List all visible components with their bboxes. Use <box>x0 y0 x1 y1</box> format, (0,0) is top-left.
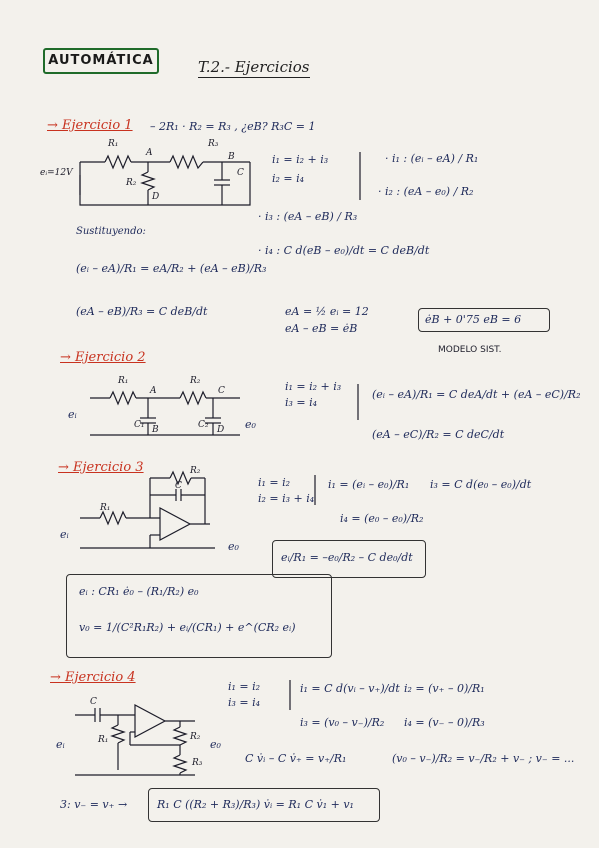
ex1-subst-label: Sustituyendo: <box>76 226 146 237</box>
ex1-node-b: B <box>228 152 235 162</box>
ex1-node-d: D <box>152 192 160 202</box>
ex1-eq-a: (eᵢ – eA)/R₁ = eA/R₂ + (eA – eB)/R₃ <box>76 262 267 275</box>
ex2-eq-b: (eA – eC)/R₂ = C deC/dt <box>372 428 505 441</box>
ex1-cap-label: C <box>237 168 244 178</box>
ex2-r1-label: R₁ <box>118 376 129 386</box>
ex1-source-label: eᵢ=12V <box>40 168 73 178</box>
ex1-cond-b: eA – eB = ėB <box>285 322 358 335</box>
ex1-i2: · i₂ : (eA – e₀) / R₂ <box>378 185 474 198</box>
ex4-r3-label: R₃ <box>192 758 203 768</box>
ex3-i1: i₁ = (eᵢ – e₀)/R₁ <box>328 478 410 491</box>
ex3-currents-2: i₂ = i₃ + i₄ <box>258 492 315 505</box>
ex4-eo-label: e₀ <box>210 738 221 751</box>
ex1-eq-b: (eA – eB)/R₃ = C deB/dt <box>76 305 208 318</box>
ex4-ei-label: eᵢ <box>56 738 65 751</box>
ex2-r2-label: R₂ <box>190 376 201 386</box>
ex4-i2: i₂ = (v₊ – 0)/R₁ <box>404 682 485 695</box>
ex3-solution-box: eᵢ : CR₁ ė₀ – (R₁/R₂) e₀ v₀ = 1/(C²R₁R₂)… <box>66 574 332 658</box>
ex2-node-b: B <box>152 425 159 435</box>
ex2-ei-label: eᵢ <box>68 408 77 421</box>
ex4-final-prefix: 3: v₋ = v₊ → <box>60 798 128 811</box>
ex4-currents-1: i₁ = i₂ <box>228 680 261 693</box>
ex2-currents-1: i₁ = i₂ + i₃ <box>285 380 342 393</box>
ex1-i1: · i₁ : (eᵢ – eA) / R₁ <box>385 152 479 165</box>
ex4-eq-b: (v₀ – v₋)/R₂ = v₋/R₂ + v₋ ; v₋ = ... <box>392 752 575 765</box>
ex2-node-c: C <box>218 386 225 396</box>
ex1-model-label: MODELO SIST. <box>438 345 502 355</box>
ex1-i3: · i₃ : (eA – eB) / R₃ <box>258 210 358 223</box>
ex1-cond-a: eA = ½ eᵢ = 12 <box>285 305 369 318</box>
ex1-result-box: ėB + 0'75 eB = 6 <box>418 308 550 332</box>
ex4-i1: i₁ = C d(vᵢ – v₊)/dt <box>300 682 400 695</box>
ex4-r2-label: R₂ <box>190 732 201 742</box>
ex3-i4: i₄ = (e₀ – e₀)/R₂ <box>340 512 424 525</box>
ex4-i3: i₃ = (v₀ – v₋)/R₂ <box>300 716 385 729</box>
ex2-eq-a: (eᵢ – eA)/R₁ = C deA/dt + (eA – eC)/R₂ <box>372 388 581 401</box>
ex4-title: → Ejercicio 4 <box>50 670 136 685</box>
ex3-title: → Ejercicio 3 <box>58 460 144 475</box>
ex1-circuit <box>79 154 251 206</box>
ex1-currents-2: i₂ = i₄ <box>272 172 305 185</box>
ex3-circuit <box>80 470 215 549</box>
ex2-node-d: D <box>217 425 225 435</box>
ex1-result: ėB + 0'75 eB = 6 <box>425 313 522 326</box>
ex3-r2-label: R₂ <box>190 466 201 476</box>
ex4-c-label: C <box>90 697 97 707</box>
ex3-i3: i₃ = C d(e₀ – e₀)/dt <box>430 478 532 491</box>
ex2-circuit <box>90 390 240 436</box>
ex2-eo-label: e₀ <box>245 418 256 431</box>
ex3-c-label: C <box>175 481 182 491</box>
ex4-r1-label: R₁ <box>98 735 109 745</box>
ex4-i4: i₄ = (v₋ – 0)/R₃ <box>404 716 485 729</box>
ex2-c1-label: C₁ <box>134 420 145 430</box>
ex3-eq: eᵢ/R₁ = –e₀/R₂ – C de₀/dt <box>281 551 413 564</box>
ex1-r3-label: R₃ <box>208 139 219 149</box>
ex3-sol-2: v₀ = 1/(C²R₁R₂) + eᵢ/(CR₁) + e^(CR₂ eᵢ) <box>79 621 296 634</box>
ex2-currents-2: i₃ = i₄ <box>285 396 318 409</box>
ex4-currents-2: i₃ = i₄ <box>228 696 261 709</box>
ex1-condition: – 2R₁ · R₂ = R₃ , ¿eB? R₃C = 1 <box>150 120 316 133</box>
ex3-r1-label: R₁ <box>100 503 111 513</box>
ex3-eq-box: eᵢ/R₁ = –e₀/R₂ – C de₀/dt <box>272 540 426 578</box>
ex1-currents-1: i₁ = i₂ + i₃ <box>272 153 329 166</box>
ex4-final-box: R₁ C ((R₂ + R₃)/R₃) v̇ᵢ = R₁ C v̇₁ + v₁ <box>148 788 380 822</box>
ex3-sol-1: eᵢ : CR₁ ė₀ – (R₁/R₂) e₀ <box>79 585 199 598</box>
ex4-eq-a: C v̇ᵢ – C v̇₊ = v₊/R₁ <box>245 752 347 765</box>
subject-title: AUTOMÁTICA <box>43 48 159 74</box>
ex1-i4: · i₄ : C d(eB – e₀)/dt = C deB/dt <box>258 244 430 257</box>
ex1-title: → Ejercicio 1 <box>47 118 133 133</box>
ex3-currents-1: i₁ = i₂ <box>258 476 291 489</box>
ex1-r1-label: R₁ <box>108 139 119 149</box>
ex1-node-a: A <box>146 148 153 158</box>
topic-title: T.2.- Ejercicios <box>198 58 310 78</box>
ex4-final: R₁ C ((R₂ + R₃)/R₃) v̇ᵢ = R₁ C v̇₁ + v₁ <box>157 798 354 811</box>
ex1-r2-label: R₂ <box>126 178 137 188</box>
ex2-c2-label: C₂ <box>198 420 209 430</box>
ex4-circuit <box>75 704 195 776</box>
ex3-eo-label: e₀ <box>228 540 239 553</box>
ex2-title: → Ejercicio 2 <box>60 350 146 365</box>
ex3-ei-label: eᵢ <box>60 528 69 541</box>
ex2-node-a: A <box>150 386 157 396</box>
